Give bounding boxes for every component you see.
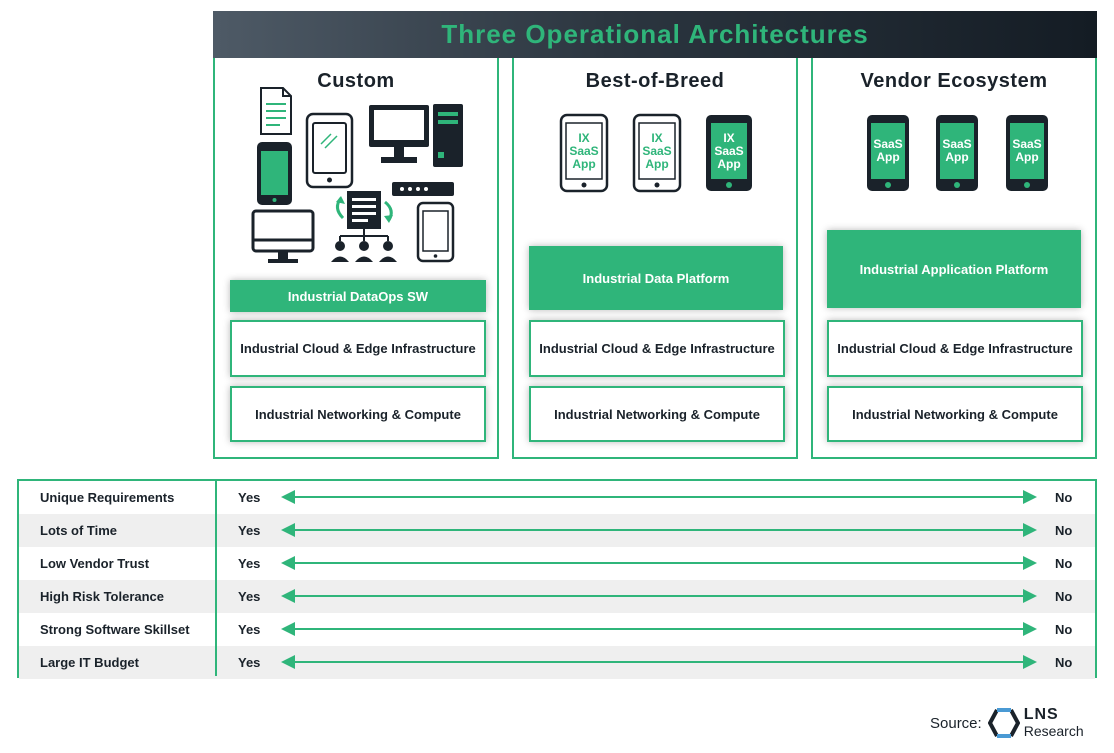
table-row: High Risk Tolerance Yes No: [19, 580, 1095, 613]
column-vendor-ecosystem: Vendor Ecosystem SaaS App SaaS App SaaS …: [811, 58, 1097, 459]
phone-label-line3: App: [572, 157, 595, 171]
layer-data-platform: Industrial Data Platform: [529, 246, 783, 310]
phone-icon: [416, 201, 455, 263]
row-label: Low Vendor Trust: [40, 556, 150, 571]
document-icon: [260, 87, 292, 135]
saas-phone-icon: IX SaaS App: [706, 115, 752, 191]
phone-label-line1: IX: [723, 131, 734, 145]
phone-label-line1: IX: [578, 131, 589, 145]
double-arrow-icon: [281, 622, 1037, 636]
layer-dataops: Industrial DataOps SW: [230, 280, 486, 312]
source-label: Source:: [930, 714, 982, 732]
saas-phone-icon: SaaS App: [936, 115, 978, 191]
phone-label-line3: App: [717, 157, 740, 171]
row-no: No: [1055, 556, 1073, 571]
phone-label-line1: SaaS: [873, 137, 902, 151]
row-yes: Yes: [238, 556, 261, 571]
double-arrow-icon: [281, 655, 1037, 669]
data-flow-icon: [331, 191, 397, 262]
table-row: Unique Requirements Yes No: [19, 481, 1095, 514]
row-no: No: [1055, 523, 1073, 538]
logo-main-text: LNS: [1023, 706, 1059, 723]
phone-label-line2: SaaS: [642, 144, 671, 158]
saas-phone-icon: SaaS App: [1006, 115, 1048, 191]
row-no: No: [1055, 655, 1073, 670]
saas-phone-icon: IX SaaS App: [559, 113, 609, 193]
double-arrow-icon: [281, 490, 1037, 504]
phone-label-line1: SaaS: [1012, 137, 1041, 151]
column-best-of-breed: Best-of-Breed IX SaaS App IX SaaS App IX…: [512, 58, 798, 459]
table-row: Lots of Time Yes No: [19, 514, 1095, 547]
phone-label-line1: IX: [651, 131, 662, 145]
table-row: Large IT Budget Yes No: [19, 646, 1095, 679]
saas-phone-icon: IX SaaS App: [632, 113, 682, 193]
row-yes: Yes: [238, 622, 261, 637]
column-title: Vendor Ecosystem: [860, 70, 1048, 92]
phone-label-line2: App: [1015, 150, 1038, 164]
custom-devices-illustration: [251, 87, 463, 263]
column-title: Best-of-Breed: [585, 70, 725, 92]
row-yes: Yes: [238, 523, 261, 538]
double-arrow-icon: [281, 523, 1037, 537]
page-title: Three Operational Architectures: [441, 19, 869, 49]
desktop-monitor-icon: [369, 105, 429, 163]
row-label: High Risk Tolerance: [40, 589, 165, 604]
row-yes: Yes: [238, 655, 261, 670]
layer-networking: Industrial Networking & Compute: [529, 386, 785, 442]
double-arrow-icon: [281, 589, 1037, 603]
router-icon: [392, 182, 454, 196]
lns-logo-icon: [987, 708, 1020, 738]
layer-networking: Industrial Networking & Compute: [230, 386, 486, 442]
row-label: Lots of Time: [40, 523, 118, 538]
tablet-icon: [305, 112, 354, 189]
row-no: No: [1055, 622, 1073, 637]
saas-phone-icon: SaaS App: [867, 115, 909, 191]
logo-sub-text: Research: [1023, 723, 1084, 739]
table-divider: [215, 481, 217, 676]
monitor-icon: [251, 209, 315, 263]
phone-label-line2: App: [876, 150, 899, 164]
double-arrow-icon: [281, 556, 1037, 570]
row-no: No: [1055, 490, 1073, 505]
row-yes: Yes: [238, 589, 261, 604]
row-no: No: [1055, 589, 1073, 604]
column-custom: Custom: [213, 58, 499, 459]
pc-tower-icon: [433, 104, 463, 167]
layer-networking: Industrial Networking & Compute: [827, 386, 1083, 442]
column-title: Custom: [317, 70, 395, 92]
source-credit: Source: LNS Research: [930, 706, 1084, 740]
layer-cloud-edge: Industrial Cloud & Edge Infrastructure: [529, 320, 785, 377]
smartphone-icon: [257, 142, 292, 205]
header-bar: Three Operational Architectures: [213, 11, 1097, 58]
row-label: Unique Requirements: [40, 490, 175, 505]
table-row: Strong Software Skillset Yes No: [19, 613, 1095, 646]
phone-label-line2: SaaS: [569, 144, 598, 158]
row-label: Strong Software Skillset: [40, 622, 190, 637]
comparison-table: Unique Requirements Yes No Lots of Time …: [17, 479, 1097, 679]
phone-label-line2: SaaS: [714, 144, 743, 158]
phone-label-line3: App: [645, 157, 668, 171]
table-row: Low Vendor Trust Yes No: [19, 547, 1095, 580]
phone-label-line1: SaaS: [942, 137, 971, 151]
row-yes: Yes: [238, 490, 261, 505]
phone-label-line2: App: [945, 150, 968, 164]
layer-application-platform: Industrial Application Platform: [827, 230, 1081, 308]
layer-cloud-edge: Industrial Cloud & Edge Infrastructure: [230, 320, 486, 377]
layer-cloud-edge: Industrial Cloud & Edge Infrastructure: [827, 320, 1083, 377]
row-label: Large IT Budget: [40, 655, 139, 670]
